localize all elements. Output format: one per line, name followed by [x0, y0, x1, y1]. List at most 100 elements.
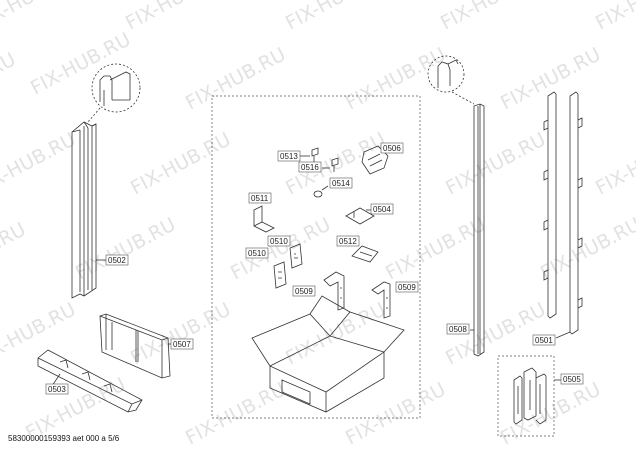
box-window	[281, 379, 311, 405]
bracket-c	[535, 373, 547, 425]
watermark: FIX-HUB.RU	[0, 128, 79, 199]
part-0501	[543, 91, 583, 339]
profile-outline	[71, 121, 97, 299]
label-0509-b: 0509	[395, 281, 419, 293]
label-0502-text: 0502	[108, 256, 126, 265]
watermark: FIX-HUB.RU	[27, 28, 134, 99]
drawing-reference: 58300000159393 aet 000 a 5/6	[8, 434, 120, 443]
label-0510-a: 0510	[267, 235, 291, 247]
label-0510-b-text: 0510	[248, 249, 266, 258]
part-0507	[99, 313, 172, 379]
label-0505-text: 0505	[563, 375, 581, 384]
strip-face	[477, 104, 481, 354]
label-0513: 0513	[277, 150, 301, 162]
box-flap-right	[329, 311, 405, 353]
label-0509-a: 0509	[292, 285, 316, 297]
part-0505	[497, 355, 562, 437]
label-0509-a-text: 0509	[295, 287, 313, 296]
part-0509	[323, 271, 391, 319]
label-0510-b: 0510	[245, 247, 269, 259]
watermark: FIX-HUB.RU	[342, 43, 449, 114]
label-0504-text: 0504	[373, 205, 391, 214]
label-0508-text: 0508	[449, 325, 467, 334]
label-0508: 0508	[446, 323, 470, 335]
label-0507: 0507	[170, 338, 194, 350]
watermark: FIX-HUB.RU	[227, 213, 334, 284]
watermark: FIX-HUB.RU	[122, 0, 229, 34]
part-0503	[37, 349, 143, 413]
label-0506: 0506	[380, 142, 404, 154]
bracket-b	[523, 367, 537, 421]
kit-group-box	[211, 95, 421, 419]
watermark: FIX-HUB.RU	[282, 0, 389, 34]
strip-right	[569, 91, 579, 335]
label-0513-text: 0513	[280, 152, 298, 161]
label-0512: 0512	[336, 235, 360, 247]
part-0510	[273, 243, 303, 289]
label-0514: 0514	[329, 177, 353, 189]
profile-cap	[71, 121, 97, 133]
detail-circle	[427, 55, 465, 93]
label-0504: 0504	[370, 203, 394, 215]
label-0501: 0501	[532, 334, 556, 346]
watermark: FIX-HUB.RU	[342, 378, 449, 449]
label-0511-text: 0511	[251, 194, 269, 203]
watermark: FIX-HUB.RU	[182, 43, 289, 114]
label-0501-text: 0501	[535, 336, 553, 345]
watermark: FIX-HUB.RU	[497, 378, 604, 449]
detail-leader	[451, 91, 475, 105]
part-0512	[351, 245, 379, 263]
watermark: FIX-HUB.RU	[282, 298, 389, 369]
bar-edge	[37, 357, 143, 413]
strip-left	[547, 91, 557, 319]
label-0511: 0511	[248, 192, 272, 204]
watermark: FIX-HUB.RU	[127, 128, 234, 199]
detail-profile	[99, 71, 131, 106]
part-0504	[345, 207, 375, 225]
label-0509-b-text: 0509	[398, 283, 416, 292]
strip-right-tabs	[577, 117, 583, 309]
watermark: FIX-HUB.RU	[382, 213, 489, 284]
label-0516-text: 0516	[301, 163, 319, 172]
label-0505: 0505	[560, 373, 584, 385]
detail-profile	[437, 59, 459, 88]
watermark: FIX-HUB.RU	[442, 128, 549, 199]
part-0516	[322, 157, 339, 172]
watermark: FIX-HUB.RU	[537, 213, 636, 284]
watermark: FIX-HUB.RU	[282, 128, 389, 199]
label-0503-text: 0503	[48, 385, 66, 394]
label-0506-text: 0506	[383, 144, 401, 153]
label-0510-a-text: 0510	[270, 237, 288, 246]
bar-notch	[59, 359, 113, 393]
label-0514-text: 0514	[332, 179, 350, 188]
panel-slot	[111, 322, 139, 362]
part-0508	[427, 55, 485, 357]
label-0507-text: 0507	[173, 340, 191, 349]
label-0503: 0503	[45, 383, 69, 395]
part-0511	[253, 205, 275, 233]
watermark: FIX-HUB.RU	[592, 128, 636, 199]
bar-outline	[37, 349, 143, 413]
box-flap-back	[309, 295, 351, 315]
watermark: FIX-HUB.RU	[0, 48, 19, 119]
detail-circle	[91, 63, 141, 113]
open-box	[251, 295, 405, 413]
panel-edge	[99, 314, 169, 378]
bracket-a	[513, 375, 523, 425]
box-flap-left	[251, 313, 331, 367]
part-0514	[313, 185, 329, 198]
detail-leader	[87, 107, 101, 123]
watermark: FIX-HUB.RU	[0, 0, 79, 34]
profile-face	[79, 126, 93, 296]
part-0505-box	[497, 355, 555, 437]
part-0502	[71, 63, 141, 299]
watermark: FIX-HUB.RU	[497, 43, 604, 114]
label-0516: 0516	[298, 161, 322, 173]
label-0502: 0502	[105, 254, 129, 266]
leader-0501	[555, 331, 571, 339]
watermark: FIX-HUB.RU	[592, 0, 636, 34]
label-0512-text: 0512	[339, 237, 357, 246]
watermark: FIX-HUB.RU	[127, 298, 234, 369]
